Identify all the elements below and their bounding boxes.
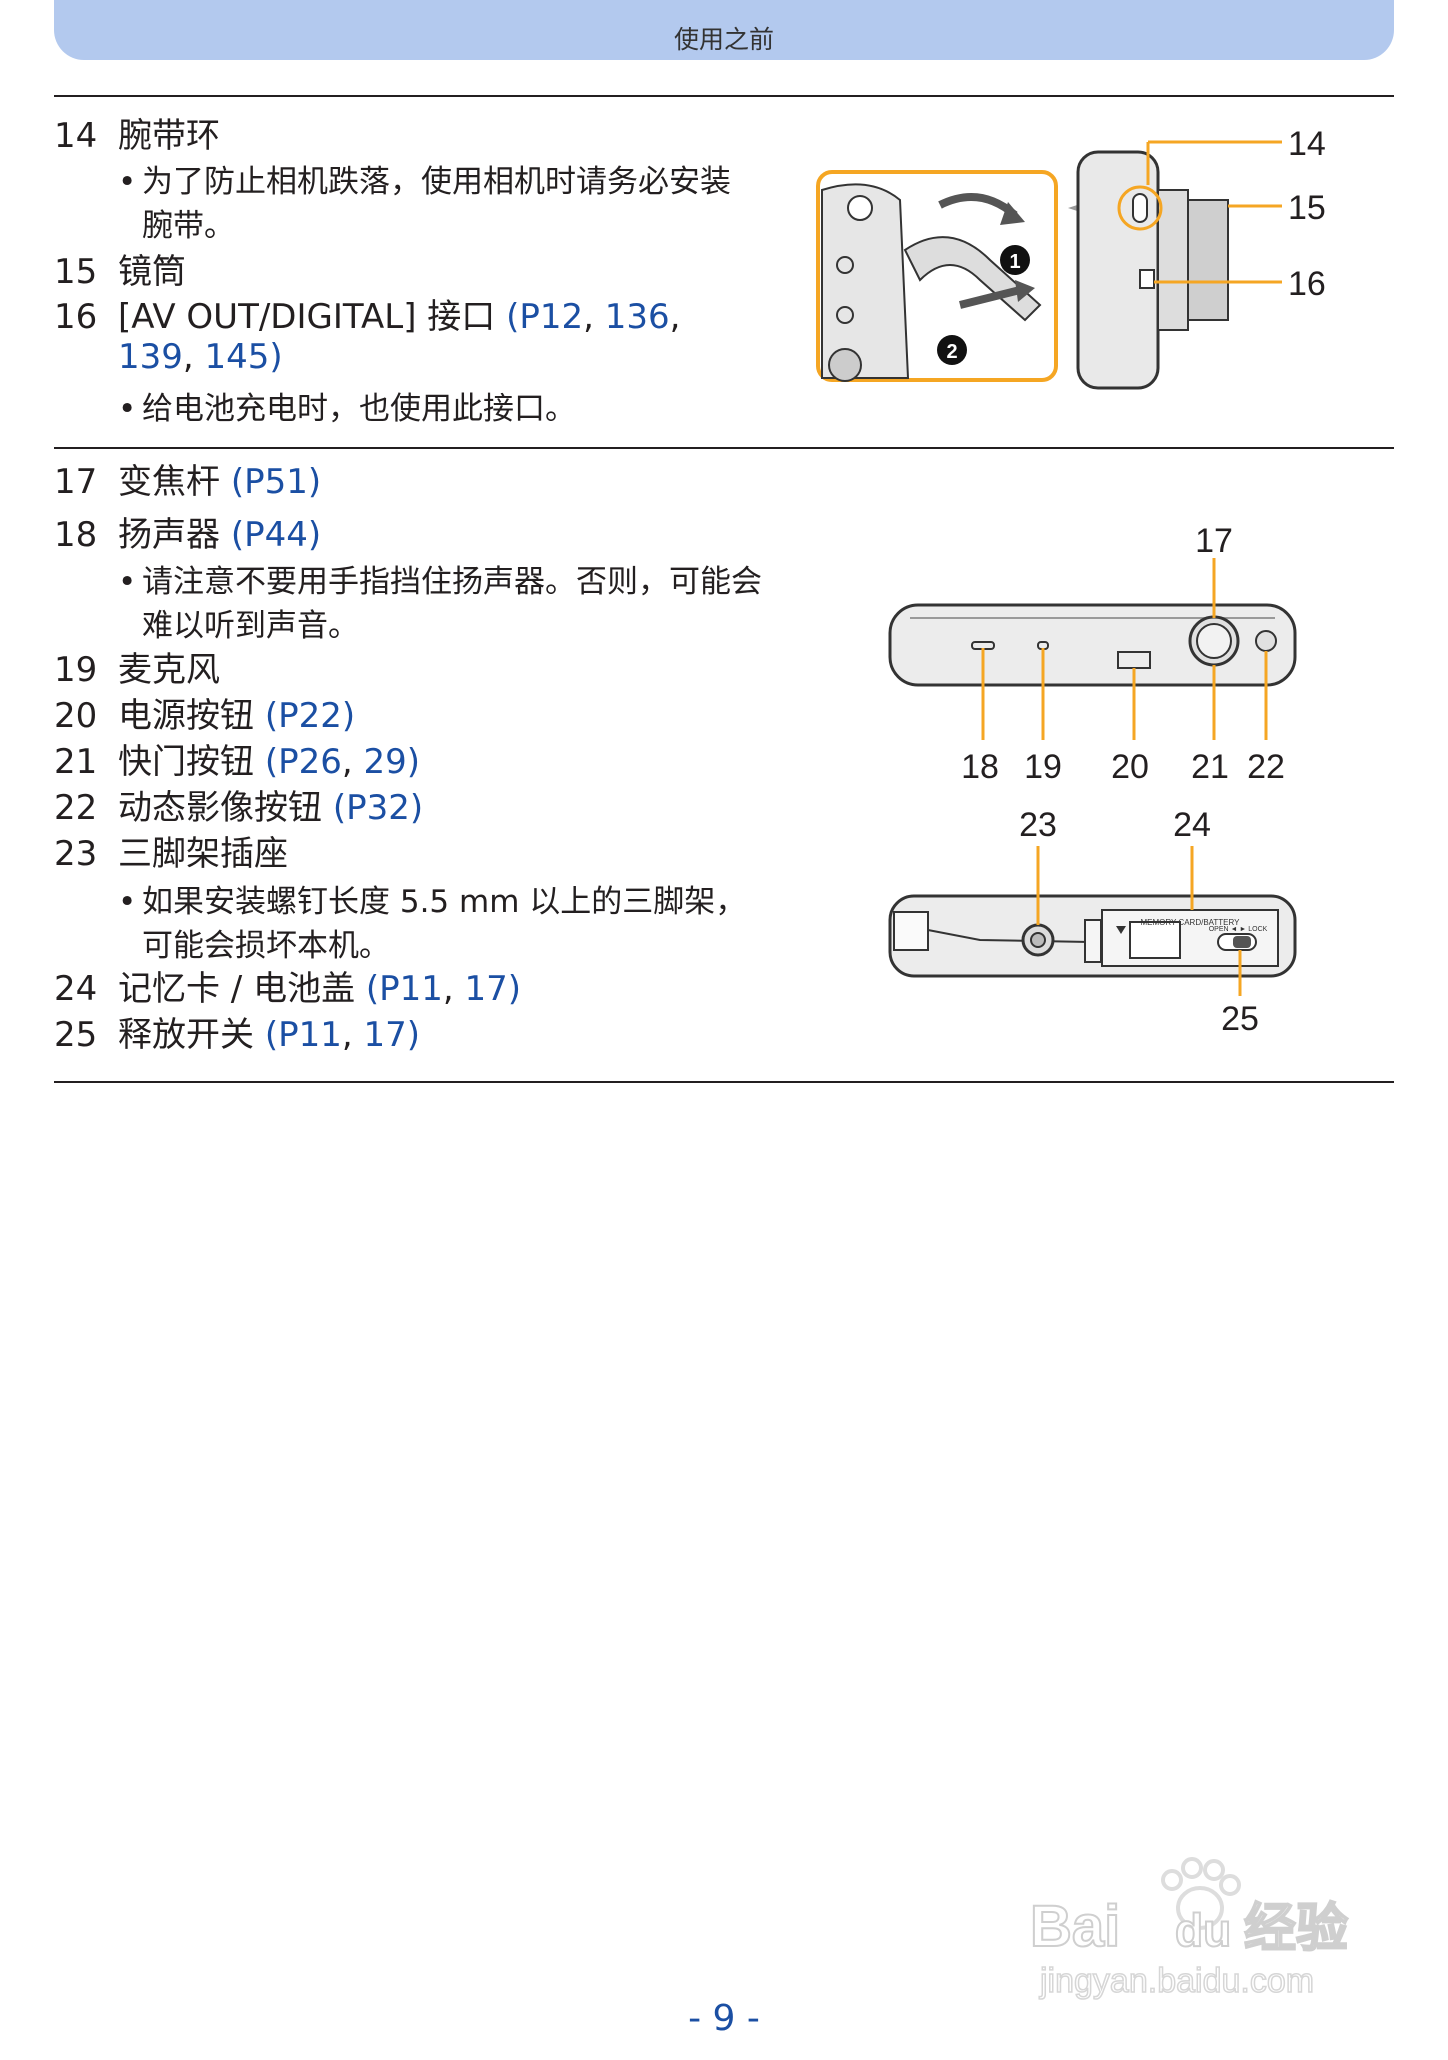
bullet-16: •给电池充电时，也使用此接口。 <box>118 387 758 431</box>
item-16-cont: 139, 145) <box>118 337 283 377</box>
item-18: 18 扬声器 (P44) <box>54 515 321 555</box>
callout-20: 20 <box>1111 748 1149 786</box>
page-number: - 9 - <box>688 1998 760 2039</box>
page-ref-link[interactable]: 136 <box>604 297 670 337</box>
svg-text:2: 2 <box>946 341 957 363</box>
callout-25: 25 <box>1221 1000 1259 1038</box>
item-label: 记忆卡 / 电池盖 <box>118 969 356 1009</box>
callout-17: 17 <box>1195 522 1233 560</box>
item-number: 25 <box>54 1015 98 1055</box>
bullet-text: 为了防止相机跌落，使用相机时请务必安装腕带。 <box>142 164 731 244</box>
item-number: 21 <box>54 742 98 782</box>
item-22: 22 动态影像按钮 (P32) <box>54 788 423 828</box>
camera-side-figure: 1 2 14 15 16 <box>816 130 1326 390</box>
baidu-watermark: Bai du 经验 jingyan.baidu.com <box>1029 1857 1349 2001</box>
step-1-marker: 1 <box>1000 245 1030 275</box>
callout-22: 22 <box>1247 748 1285 786</box>
svg-text:1: 1 <box>1009 251 1020 273</box>
watermark-brand-jingyan: 经验 <box>1244 1900 1348 1958</box>
item-label: 电源按钮 <box>118 696 254 736</box>
page-ref-link[interactable]: (P12 <box>506 297 584 337</box>
bullet-text: 请注意不要用手指挡住扬声器。否则，可能会难以听到声音。 <box>142 564 762 644</box>
bullet-23: •如果安装螺钉长度 5.5 mm 以上的三脚架，可能会损坏本机。 <box>118 880 768 968</box>
item-label: 镜筒 <box>118 252 186 292</box>
item-label: 三脚架插座 <box>118 834 288 874</box>
item-number: 19 <box>54 650 98 690</box>
item-number: 16 <box>54 297 98 337</box>
step-2-marker: 2 <box>937 335 967 365</box>
divider-middle <box>54 447 1394 449</box>
item-label: 动态影像按钮 <box>118 788 322 828</box>
camera-bottom-figure: 23 24 MEMORY CARD/BATTERY OPEN ◄ ► LOCK … <box>888 806 1297 1038</box>
page-ref-link[interactable]: (P22) <box>264 696 356 736</box>
page-ref-link[interactable]: 17) <box>464 969 522 1009</box>
bullet-text: 如果安装螺钉长度 5.5 mm 以上的三脚架，可能会损坏本机。 <box>142 884 747 964</box>
camera-side-view <box>1076 150 1229 390</box>
item-label: 麦克风 <box>118 650 220 690</box>
page-ref-link[interactable]: (P44) <box>230 515 322 555</box>
item-20: 20 电源按钮 (P22) <box>54 696 355 736</box>
callout-15: 15 <box>1288 189 1326 227</box>
page-header: 使用之前 <box>54 0 1394 60</box>
divider-bottom <box>54 1081 1394 1083</box>
bullet-14: •为了防止相机跌落，使用相机时请务必安装腕带。 <box>118 160 758 248</box>
paw-icon <box>1161 1857 1241 1930</box>
switch-label: OPEN ◄ ► LOCK <box>1209 926 1268 933</box>
item-number: 17 <box>54 462 98 502</box>
callout-19: 19 <box>1024 748 1062 786</box>
callout-14: 14 <box>1288 130 1326 163</box>
item-number: 15 <box>54 252 98 292</box>
header-title: 使用之前 <box>673 25 774 54</box>
item-number: 22 <box>54 788 98 828</box>
item-label: 腕带环 <box>118 116 220 156</box>
item-23: 23 三脚架插座 <box>54 834 288 874</box>
item-number: 24 <box>54 969 98 1009</box>
page-ref-link[interactable]: (P11 <box>365 969 443 1009</box>
item-19: 19 麦克风 <box>54 650 220 690</box>
page-ref-link[interactable]: (P11 <box>264 1015 342 1055</box>
bullet-text: 给电池充电时，也使用此接口。 <box>142 391 576 427</box>
item-number: 14 <box>54 116 98 156</box>
watermark-brand: Bai <box>1030 1894 1120 1959</box>
callout-16: 16 <box>1288 265 1326 303</box>
page-ref-link[interactable]: (P26 <box>264 742 342 782</box>
callout-23: 23 <box>1019 806 1057 844</box>
page-ref-link[interactable]: (P32) <box>332 788 424 828</box>
camera-top-figure: 17 18 19 20 21 22 <box>888 522 1297 786</box>
item-number: 20 <box>54 696 98 736</box>
item-16: 16[AV OUT/DIGITAL] 接口 (P12, 136, <box>54 297 681 337</box>
callout-21: 21 <box>1191 748 1229 786</box>
callout-24: 24 <box>1173 806 1211 844</box>
camera-bottom-view: MEMORY CARD/BATTERY OPEN ◄ ► LOCK <box>888 894 1297 978</box>
page-ref-link[interactable]: 17) <box>363 1015 420 1055</box>
item-label: 扬声器 <box>118 515 220 555</box>
item-label: 释放开关 <box>118 1015 254 1055</box>
hand-strap-illustration <box>821 183 1042 382</box>
item-14: 14 腕带环 <box>54 116 220 156</box>
page-ref-link[interactable]: (P51) <box>230 462 322 502</box>
item-number: 18 <box>54 515 98 555</box>
watermark-url: jingyan.baidu.com <box>1039 1962 1314 2000</box>
item-17: 17 变焦杆 (P51) <box>54 462 321 502</box>
cover-label: MEMORY CARD/BATTERY <box>1141 918 1241 927</box>
divider-top <box>54 95 1394 97</box>
item-15: 15 镜筒 <box>54 252 186 292</box>
page-ref-link[interactable]: 29) <box>363 742 420 782</box>
item-number: 23 <box>54 834 98 874</box>
item-label: [AV OUT/DIGITAL] 接口 <box>118 297 496 337</box>
page-ref-link[interactable]: 145) <box>204 337 283 377</box>
watermark-brand-du: du <box>1175 1904 1231 1956</box>
camera-top-view <box>888 603 1297 687</box>
item-label: 变焦杆 <box>118 462 220 502</box>
bullet-18: •请注意不要用手指挡住扬声器。否则，可能会难以听到声音。 <box>118 560 768 648</box>
callout-18: 18 <box>961 748 999 786</box>
item-label: 快门按钮 <box>118 742 254 782</box>
page-ref-link[interactable]: 139 <box>118 337 183 377</box>
